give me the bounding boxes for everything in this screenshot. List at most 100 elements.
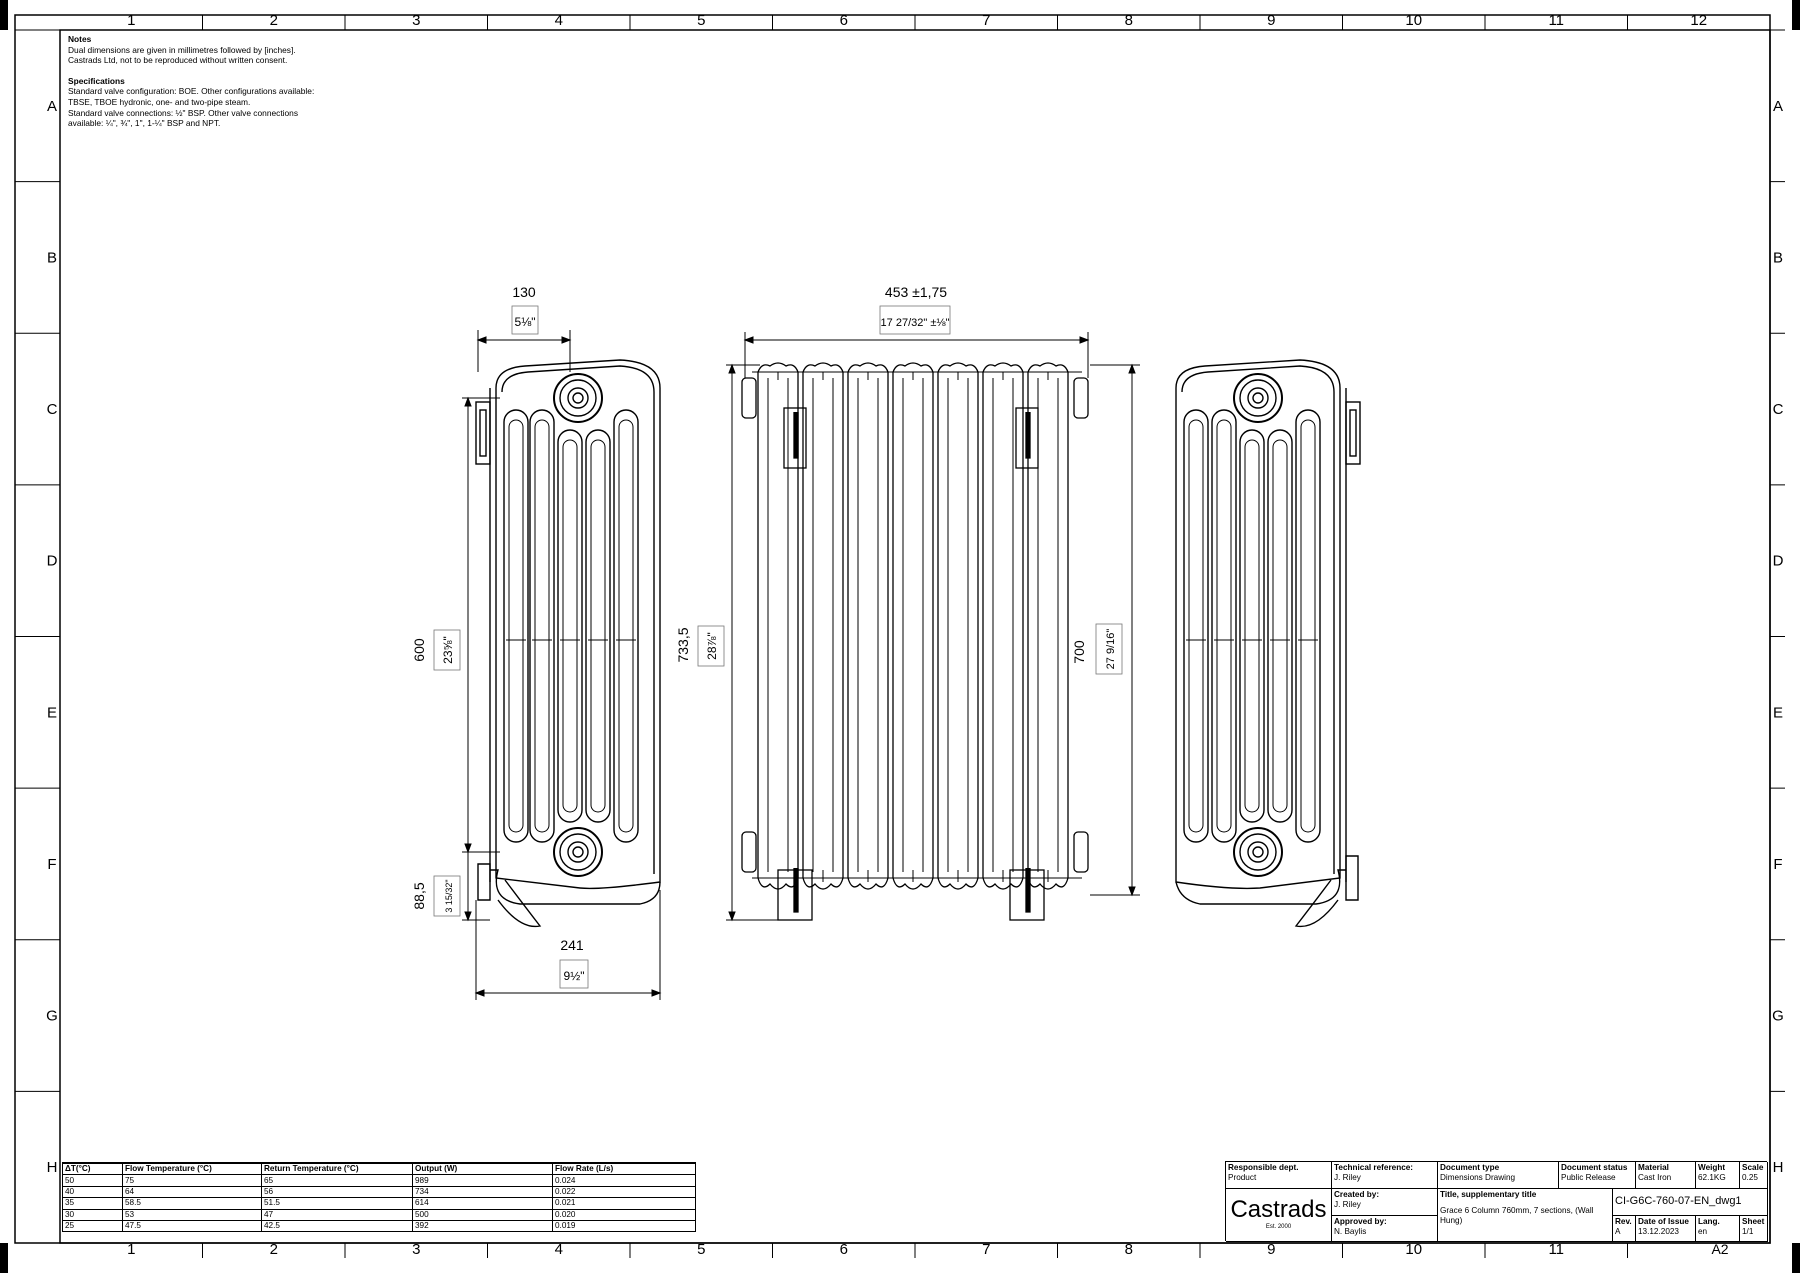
zone-row-label: G (1772, 1008, 1784, 1025)
zone-column-label: 2 (270, 1241, 278, 1258)
sheet-value: 1/1 (1742, 1227, 1754, 1236)
spec-line: TBSE, TBOE hydronic, one- and two-pipe s… (68, 96, 251, 107)
table-cell: 50 (62, 1174, 123, 1187)
table-header-cell: Return Temperature (°C) (261, 1162, 413, 1176)
table-cell: 500 (412, 1208, 553, 1221)
weight-label: Weight (1698, 1163, 1726, 1172)
table-cell: 734 (412, 1185, 553, 1199)
title-label: Title, supplementary title (1440, 1190, 1537, 1199)
notes-line: Dual dimensions are given in millimetres… (68, 44, 296, 55)
side-view-left (475, 359, 661, 928)
table-cell: 56 (261, 1185, 413, 1199)
zone-column-label: 2 (270, 12, 278, 29)
created-by-label: Created by: (1334, 1190, 1380, 1199)
specifications-heading: Specifications (68, 75, 125, 86)
table-cell: 614 (412, 1197, 553, 1210)
zone-row-label: F (47, 856, 56, 873)
dimension-lines (462, 330, 1140, 1000)
zone-row-label: D (47, 553, 58, 570)
table-cell: 0.022 (552, 1185, 696, 1199)
dim-side-top-in: 5⅛" (515, 315, 536, 329)
table-header-cell: ΔT(°C) (62, 1162, 123, 1176)
table-row: 35 58.5 51.5 614 0.021 (62, 1197, 696, 1210)
table-cell: 47.5 (122, 1219, 262, 1233)
title-block: Responsible dept. Product Technical refe… (1225, 1161, 1768, 1242)
dim-front-height-in: 27 9/16" (1105, 629, 1117, 670)
zone-grid (15, 15, 1785, 1258)
zone-column-label: 10 (1405, 12, 1422, 29)
zone-row-label: C (47, 401, 58, 418)
zone-row-label: G (46, 1008, 58, 1025)
rev-value: A (1615, 1227, 1621, 1236)
table-row: 50 75 65 989 0.024 (62, 1174, 696, 1187)
table-cell: 40 (62, 1185, 123, 1199)
zone-column-label: 11 (1548, 1241, 1564, 1258)
document-number: CI-G6C-760-07-EN_dwg1 (1613, 1189, 1768, 1216)
table-cell: 64 (122, 1185, 262, 1199)
column-tube (1183, 409, 1209, 843)
front-sections (752, 362, 1082, 890)
weight-value: 62.1KG (1698, 1173, 1726, 1182)
created-by-value: J. Riley (1334, 1200, 1361, 1209)
zone-column-label: 7 (982, 1241, 990, 1258)
zone-column-label: 12 (1690, 12, 1707, 29)
table-header-cell: Output (W) (412, 1162, 553, 1176)
table-cell: 0.024 (552, 1174, 696, 1187)
dim-side-height-in: 23⅝" (441, 636, 455, 664)
material-label: Material (1638, 1163, 1669, 1172)
material-value: Cast Iron (1638, 1173, 1672, 1182)
table-cell: 0.021 (552, 1197, 696, 1210)
table-cell: 42.5 (261, 1219, 413, 1233)
table-cell: 65 (261, 1174, 413, 1187)
side-view-right (1175, 359, 1361, 928)
radiator-section (1027, 362, 1069, 890)
zone-column-label: 3 (412, 12, 420, 29)
dim-side-bottom-in: 9½" (564, 969, 585, 983)
castrads-logo: Castrads (1230, 1196, 1327, 1223)
scale-label: Scale (1742, 1163, 1764, 1172)
radiator-section (982, 362, 1024, 890)
zone-row-label: H (1773, 1159, 1784, 1176)
dim-front-total-height-in: 28⅞" (705, 632, 719, 660)
column-tube (557, 429, 583, 823)
side-right-columns (1183, 409, 1321, 843)
zone-row-label: A (1773, 98, 1783, 115)
dim-front-width-in: 17 27/32" ±⅛" (881, 317, 950, 329)
radiator-section (892, 362, 934, 890)
doc-status-label: Document status (1561, 1163, 1628, 1172)
dim-front-total-height-mm: 733,5 (675, 627, 691, 662)
table-cell: 51.5 (261, 1197, 413, 1210)
zone-column-label: 3 (412, 1241, 420, 1258)
zone-column-label: 4 (555, 12, 563, 29)
responsible-dept-label: Responsible dept. (1228, 1163, 1299, 1172)
date-value: 13.12.2023 (1638, 1227, 1679, 1236)
lang-label: Lang. (1698, 1217, 1720, 1226)
table-cell: 58.5 (122, 1197, 262, 1210)
radiator-section (802, 362, 844, 890)
table-header-cell: Flow Rate (L/s) (552, 1162, 696, 1176)
table-cell: 0.019 (552, 1219, 696, 1233)
column-tube (1267, 429, 1293, 823)
table-cell: 30 (62, 1208, 123, 1221)
zone-row-label: B (1773, 249, 1783, 266)
zone-row-label: F (1773, 856, 1782, 873)
zone-row-label: E (47, 704, 57, 721)
zone-row-label: C (1773, 401, 1784, 418)
doc-status-value: Public Release (1561, 1173, 1616, 1182)
performance-table: ΔT(°C) Flow Temperature (°C) Return Temp… (62, 1162, 696, 1233)
table-row: 30 53 47 500 0.020 (62, 1208, 696, 1221)
zone-column-label: 6 (840, 1241, 848, 1258)
column-tube (1295, 409, 1321, 843)
zone-column-label: 8 (1125, 1241, 1133, 1258)
zone-row-label: H (47, 1159, 58, 1176)
paper-size-label: A2 (1711, 1241, 1728, 1257)
column-tube (1211, 409, 1237, 843)
drawing-title: Grace 6 Column 760mm, 7 sections, (Wall … (1440, 1206, 1594, 1225)
lang-value: en (1698, 1227, 1708, 1236)
table-row: 40 64 56 734 0.022 (62, 1185, 696, 1199)
responsible-dept-value: Product (1228, 1173, 1257, 1182)
radiator-section (937, 362, 979, 890)
zone-column-label: 7 (982, 12, 990, 29)
